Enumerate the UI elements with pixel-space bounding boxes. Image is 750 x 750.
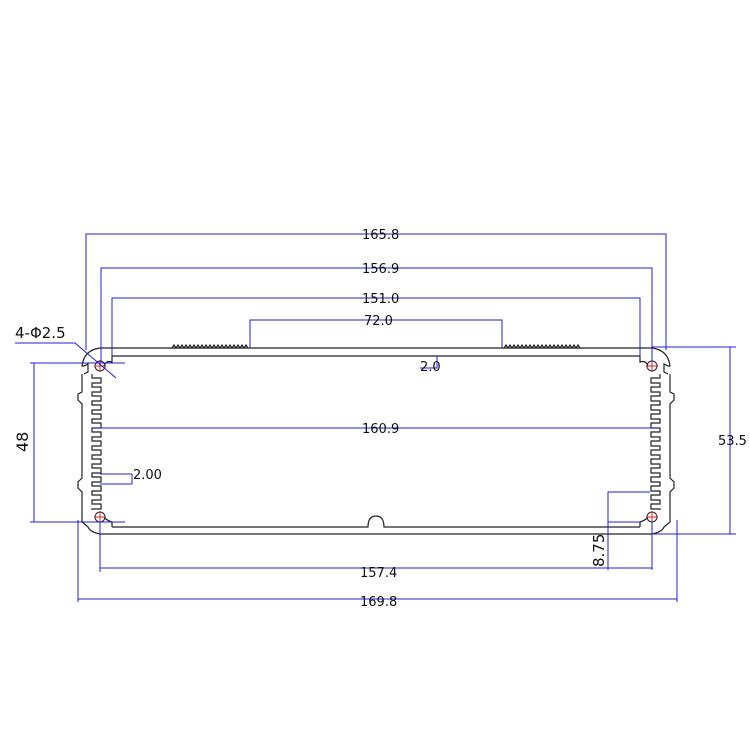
label-169-8: 169.8 [360,595,397,610]
dim-165-8 [85,233,667,350]
serration [503,343,581,350]
hole-bottom-right [646,511,658,523]
label-160-9: 160.9 [362,422,399,437]
dim-2-0 [420,356,438,369]
dim-8-75 [607,491,653,570]
dim-156-9 [100,267,653,362]
dim-48 [30,362,125,523]
enclosure-profile-outline [81,347,671,535]
dim-2-00 [100,473,133,485]
label-2-00: 2.00 [133,468,162,483]
fin-row [91,374,102,510]
heatsink-fins [77,374,675,514]
top-serrations [171,343,581,350]
label-hole-callout: 4-Φ2.5 [15,324,66,342]
label-48: 48 [13,432,32,452]
label-72-0: 72.0 [364,314,393,329]
label-53-5: 53.5 [718,434,747,449]
label-2-0: 2.0 [420,360,441,375]
dimension-lines [15,233,736,602]
hole-top-left [94,360,106,372]
mounting-holes [94,360,658,523]
dim-151-0 [111,297,641,356]
dim-157-4 [99,522,652,572]
fin-row [650,374,661,510]
dim-72-0 [249,319,503,348]
side-wall-outer [77,374,83,514]
dim-53-5 [652,346,736,535]
label-8-75: 8.75 [590,534,608,567]
label-165-8: 165.8 [362,228,399,243]
hole-bottom-left [94,511,106,523]
label-156-9: 156.9 [362,262,399,277]
label-151-0: 151.0 [362,292,399,307]
label-157-4: 157.4 [360,566,397,581]
side-wall-outer [669,374,675,514]
serration [171,343,249,350]
dim-169-8 [77,520,678,602]
hole-leader [15,342,117,379]
